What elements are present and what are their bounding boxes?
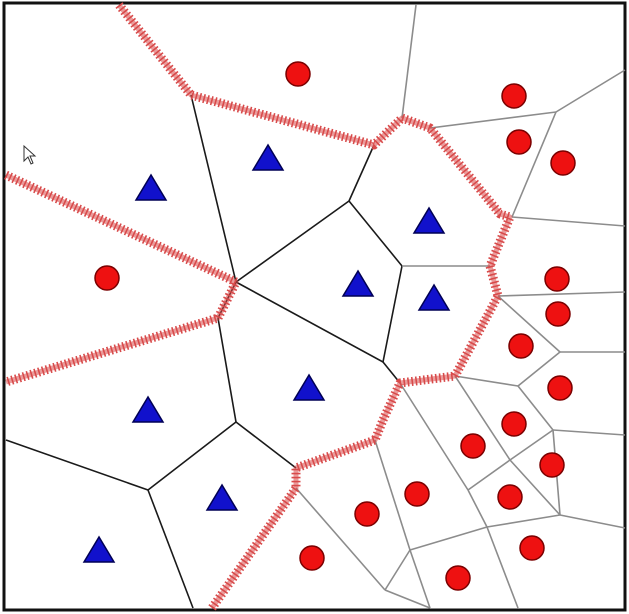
cell-edge-gray [409,549,431,609]
cell-edge-gray [454,375,519,387]
circle-marker [299,545,325,571]
cell-edge-gray [429,111,557,129]
cell-edge-gray [374,439,411,551]
cell-edge-gray [517,351,561,387]
cell-edge-dark [382,265,403,363]
cell-edge-dark [348,200,403,267]
cell-edge-gray [497,291,626,297]
cell-edge-dark [5,439,149,491]
cell-edge-gray [511,216,626,227]
triangle-marker [131,395,165,423]
triangle-marker [251,143,285,171]
cell-edge-gray [467,489,488,528]
decision-boundary-hatch [115,2,515,611]
cell-edge-gray [559,514,626,529]
cell-edge-gray [486,526,519,609]
cell-edges-dark [5,94,403,609]
cell-edge-gray [486,514,561,528]
triangle-marker [134,173,168,201]
circle-marker [501,83,527,109]
decision-boundary [4,2,515,611]
cell-edge-gray [409,526,488,551]
cell-edge-gray [454,375,511,461]
cell-edge-gray [401,4,417,119]
circle-marker [404,481,430,507]
triangle-marker [205,483,239,511]
cell-edge-gray [509,459,561,516]
circle-marker [519,535,545,561]
circle-marker [445,565,471,591]
cell-edge-gray [384,549,411,591]
cell-edge-gray [509,429,554,461]
triangle-marker [292,373,326,401]
cell-edge-dark [190,94,237,283]
cell-edge-gray [295,487,386,591]
cell-edge-dark [147,489,194,609]
cell-edge-gray [555,69,626,113]
cell-edge-dark [348,144,375,202]
cursor-icon [23,144,37,165]
circle-marker [539,452,565,478]
cell-edge-gray [517,385,554,431]
circle-marker [550,150,576,176]
circle-marker [94,265,120,291]
cell-edge-dark [147,421,237,491]
circle-marker [354,501,380,527]
cell-edge-gray [497,295,561,353]
cell-edge-gray [467,459,511,491]
cell-edges-gray [295,4,626,609]
circle-marker [508,333,534,359]
circle-marker [501,411,527,437]
decision-boundary-hatch [4,170,241,387]
cell-edge-dark [382,361,401,384]
circle-marker [544,266,570,292]
circle-marker [497,484,523,510]
cell-edge-gray [384,589,431,609]
circle-marker [547,375,573,401]
circle-marker [460,433,486,459]
circle-marker [506,129,532,155]
cell-edge-dark [235,281,384,363]
triangle-marker [82,535,116,563]
cell-edge-dark [235,421,297,469]
cell-edge-gray [511,111,557,218]
markers [82,61,576,591]
circle-marker [545,301,571,327]
cell-edge-dark [235,200,350,283]
cell-edge-dark [217,317,237,423]
circle-marker [285,61,311,87]
cell-edge-gray [399,382,469,491]
triangle-marker [417,283,451,311]
triangle-marker [412,206,446,234]
triangle-marker [341,269,375,297]
cell-edge-gray [552,429,626,436]
